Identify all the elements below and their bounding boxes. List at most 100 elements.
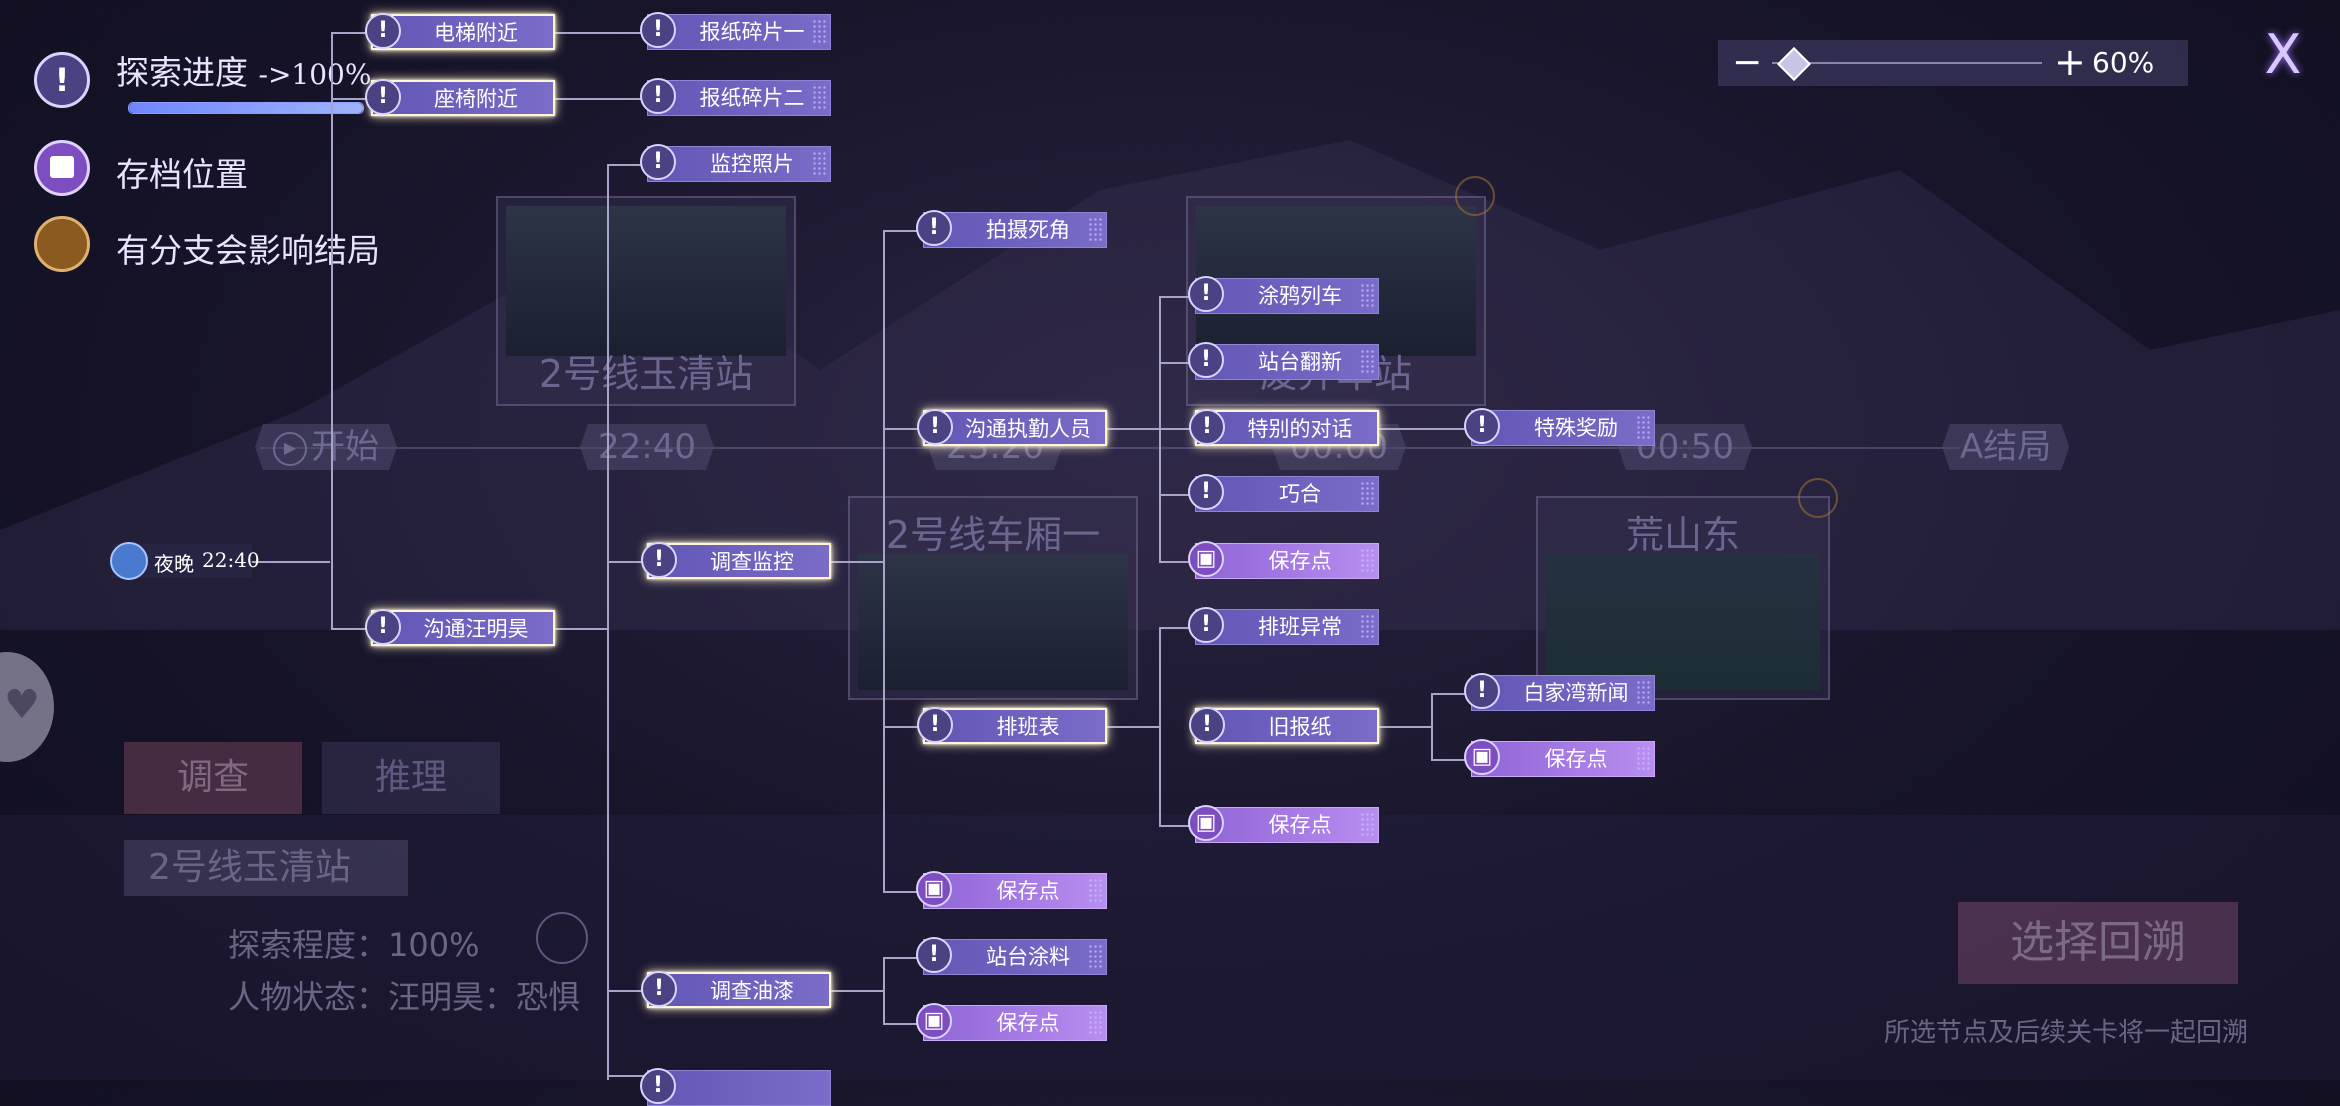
node-label: 巧合 bbox=[1279, 482, 1321, 506]
node-dianti[interactable]: !电梯附近 bbox=[365, 13, 555, 50]
node-zhantai-fanxin[interactable]: !站台翻新 bbox=[1188, 342, 1379, 380]
zoom-slider-track[interactable] bbox=[1772, 62, 2042, 64]
node-label: 沟通执勤人员 bbox=[965, 417, 1091, 441]
node-label: 旧报纸 bbox=[1268, 715, 1332, 739]
timeline-line bbox=[260, 447, 1960, 449]
explore-degree: 探索程度：100% bbox=[228, 926, 480, 964]
exclamation-icon: ! bbox=[640, 12, 676, 48]
collapse-handle[interactable]: ♥ bbox=[0, 652, 54, 762]
node-jiankong-photo[interactable]: ! 监控照片 bbox=[640, 144, 831, 182]
node-paishe[interactable]: !拍摄死角 bbox=[916, 210, 1107, 248]
node-label: 特殊奖励 bbox=[1534, 416, 1618, 440]
node-label: 排班表 bbox=[996, 715, 1060, 739]
select-rewind-button[interactable]: 选择回溯 bbox=[1958, 902, 2238, 984]
node-label: 保存点 bbox=[996, 1011, 1060, 1035]
save-folder-icon: ▣ bbox=[1464, 739, 1500, 775]
connector bbox=[1107, 726, 1159, 728]
node-diaocha-jiankong[interactable]: !调查监控 bbox=[641, 542, 831, 579]
node-goutong-wang[interactable]: ! 沟通汪明昊 bbox=[365, 609, 555, 646]
exclamation-icon: ! bbox=[641, 971, 677, 1007]
save-folder-icon: ▣ bbox=[916, 1003, 952, 1039]
connector bbox=[607, 561, 647, 563]
node-save-1[interactable]: ▣保存点 bbox=[916, 871, 1107, 909]
station-name: 荒山东 bbox=[1625, 513, 1740, 557]
node-zhantai-tuliao[interactable]: !站台涂料 bbox=[916, 937, 1107, 975]
connector bbox=[1159, 627, 1195, 629]
tree-icon[interactable] bbox=[536, 912, 588, 964]
connector bbox=[331, 32, 333, 629]
connector bbox=[331, 628, 371, 630]
connector bbox=[607, 164, 647, 166]
node-qiaohe[interactable]: !巧合 bbox=[1188, 474, 1379, 512]
node-label: 特别的对话 bbox=[1247, 417, 1353, 441]
zoom-in-button[interactable]: + bbox=[2054, 40, 2086, 84]
node-partial[interactable]: ! bbox=[640, 1068, 831, 1106]
bottom-station: 2号线玉清站 bbox=[124, 840, 408, 896]
exclamation-icon: ! bbox=[365, 609, 401, 645]
exclamation-icon: ! bbox=[640, 78, 676, 114]
cloud-icon bbox=[110, 542, 148, 580]
node-label: 保存点 bbox=[1268, 813, 1332, 837]
zoom-out-button[interactable]: − bbox=[1732, 42, 1763, 83]
connector bbox=[1431, 693, 1471, 695]
node-baozhi-1[interactable]: !报纸碎片一 bbox=[640, 12, 831, 50]
exclamation-icon: ! bbox=[1189, 707, 1225, 743]
exclamation-icon: ! bbox=[365, 13, 401, 49]
node-paiban-yichang[interactable]: !排班异常 bbox=[1188, 607, 1379, 645]
zoom-slider-thumb[interactable] bbox=[1777, 47, 1811, 81]
connector bbox=[555, 628, 607, 630]
exclamation-icon: ! bbox=[365, 79, 401, 115]
tab-investigate[interactable]: 调查 bbox=[124, 742, 302, 814]
node-tuya[interactable]: !涂鸦列车 bbox=[1188, 276, 1379, 314]
exclamation-icon: ! bbox=[640, 1068, 676, 1104]
exclamation-icon: ! bbox=[641, 542, 677, 578]
connector bbox=[555, 32, 647, 34]
node-paibanbiao[interactable]: !排班表 bbox=[917, 707, 1107, 744]
background-mountains bbox=[0, 140, 2340, 630]
root-node-night[interactable]: 夜晚 22:40 bbox=[110, 542, 260, 580]
connector bbox=[1159, 296, 1195, 298]
node-goutong-zhiqin[interactable]: ! 沟通执勤人员 bbox=[917, 409, 1107, 446]
node-save-3[interactable]: ▣保存点 bbox=[1188, 541, 1379, 579]
close-button[interactable]: X bbox=[2264, 23, 2302, 86]
exclamation-icon: ! bbox=[640, 144, 676, 180]
exclamation-icon: ! bbox=[1464, 673, 1500, 709]
connector bbox=[331, 98, 371, 100]
tab-reason[interactable]: 推理 bbox=[322, 742, 500, 814]
node-label: 沟通汪明昊 bbox=[423, 617, 529, 641]
node-baozhi-2[interactable]: !报纸碎片二 bbox=[640, 78, 831, 116]
node-save-5[interactable]: ▣保存点 bbox=[1464, 739, 1655, 777]
connector bbox=[831, 990, 883, 992]
save-folder-icon bbox=[34, 140, 90, 196]
node-zuoyi[interactable]: !座椅附近 bbox=[365, 79, 555, 116]
node-label: 排班异常 bbox=[1258, 615, 1342, 639]
connector bbox=[883, 891, 923, 893]
connector bbox=[1159, 428, 1195, 430]
exclamation-icon: ! bbox=[1189, 409, 1225, 445]
exclamation-icon: ! bbox=[1188, 342, 1224, 378]
heart-icon: ♥ bbox=[4, 682, 40, 728]
save-folder-icon: ▣ bbox=[916, 871, 952, 907]
node-tebie[interactable]: ! 特别的对话 bbox=[1189, 409, 1379, 446]
connector bbox=[1431, 759, 1471, 761]
node-teshu[interactable]: !特殊奖励 bbox=[1464, 408, 1655, 446]
node-save-2[interactable]: ▣ 保存点 bbox=[916, 1003, 1107, 1041]
node-label: 白家湾新闻 bbox=[1523, 681, 1629, 705]
connector bbox=[1379, 726, 1431, 728]
node-save-4[interactable]: ▣保存点 bbox=[1188, 805, 1379, 843]
connector bbox=[1159, 494, 1195, 496]
node-baijia[interactable]: ! 白家湾新闻 bbox=[1464, 673, 1655, 711]
node-jiubaozhi[interactable]: ! 旧报纸 bbox=[1189, 707, 1379, 744]
zoom-control: − + 60% bbox=[1718, 40, 2188, 86]
connector bbox=[883, 957, 923, 959]
branch-ending-icon bbox=[34, 216, 90, 272]
exclamation-icon: ! bbox=[916, 937, 952, 973]
node-label: 监控照片 bbox=[710, 152, 794, 176]
exclamation-icon: ! bbox=[917, 409, 953, 445]
node-diaocha-youqi[interactable]: !调查油漆 bbox=[641, 971, 831, 1008]
connector bbox=[607, 1075, 647, 1077]
connector bbox=[831, 561, 883, 563]
connector bbox=[1159, 561, 1195, 563]
station-name: 2号线车厢一 bbox=[885, 513, 1101, 557]
connector bbox=[607, 164, 609, 1080]
